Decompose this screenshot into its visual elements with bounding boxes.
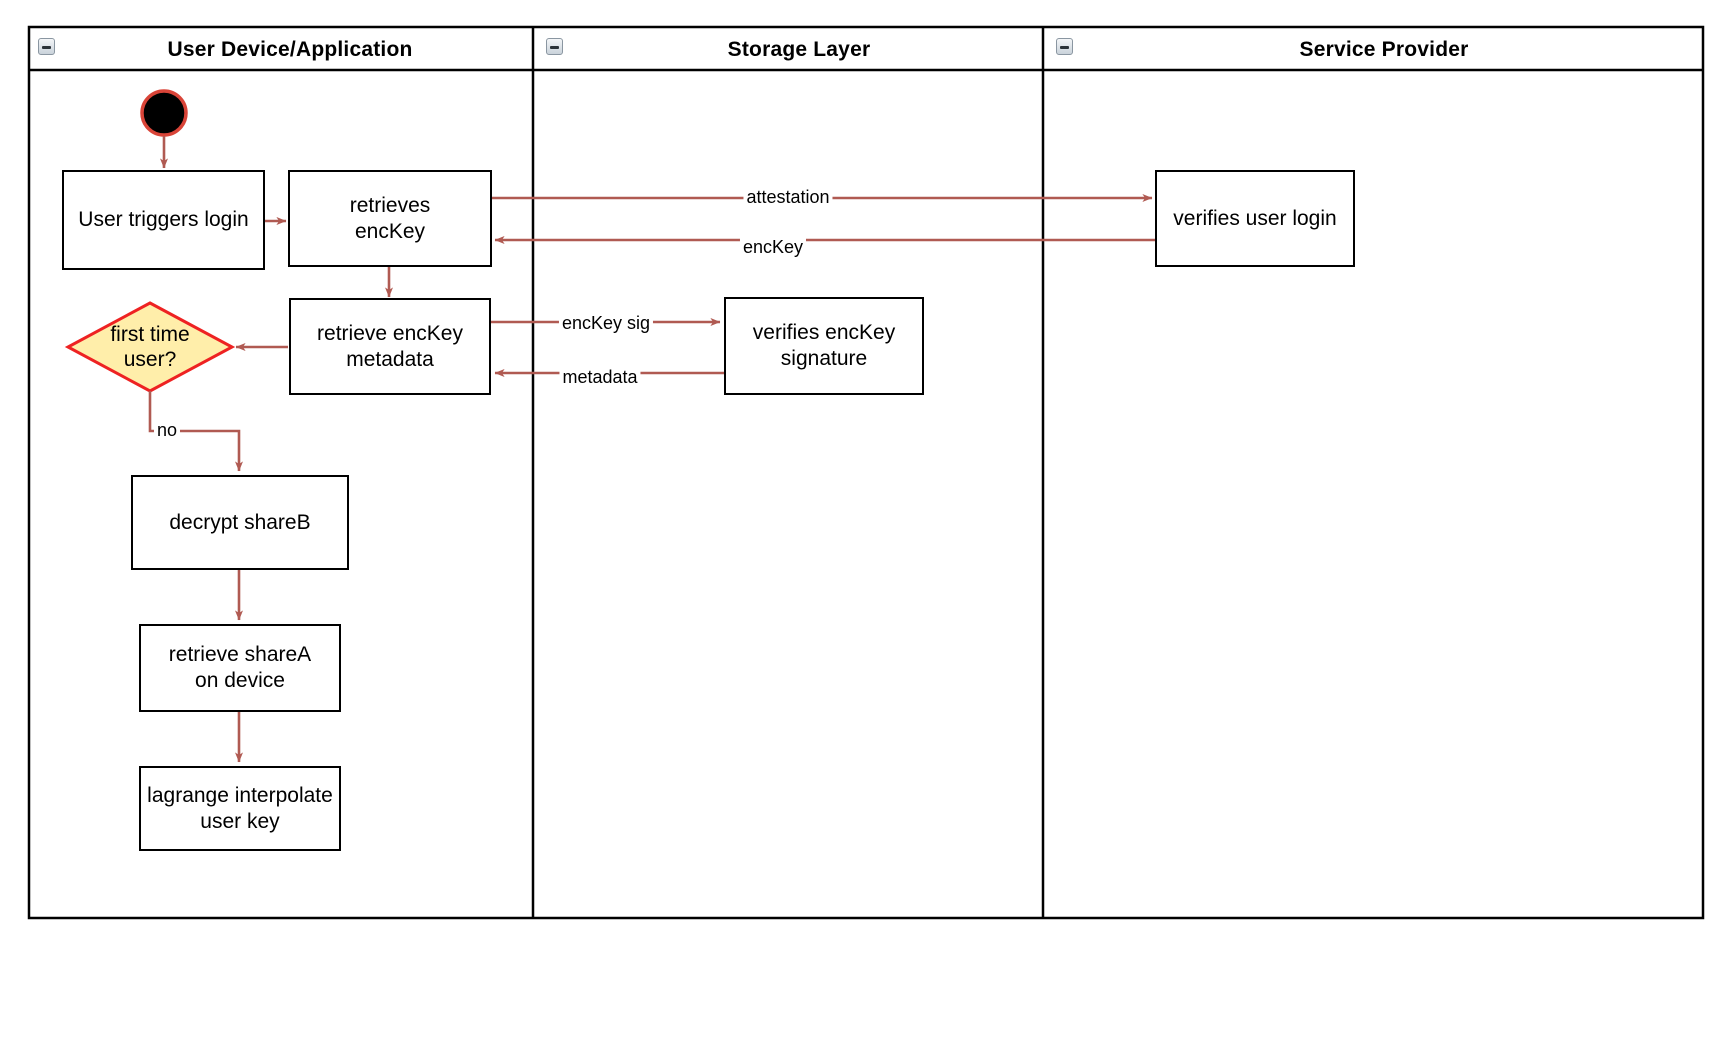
node-verifies-enckey-signature[interactable]: verifies encKey signature	[724, 297, 924, 395]
collapse-minus-icon-lane-service-provider[interactable]	[1056, 38, 1073, 55]
node-label-user-triggers-login: User triggers login	[78, 208, 249, 232]
node-label-lagrange-interpolate-user-key: lagrange interpolate user key	[147, 783, 333, 833]
edge-label-attestation: attestation	[743, 187, 833, 208]
node-retrieve-sharea-on-device[interactable]: retrieve shareA on device	[139, 624, 341, 712]
node-verifies-user-login[interactable]: verifies user login	[1155, 170, 1355, 267]
node-user-triggers-login[interactable]: User triggers login	[62, 170, 265, 270]
node-label-decrypt-shareb: decrypt shareB	[169, 510, 311, 534]
node-lagrange-interpolate-user-key[interactable]: lagrange interpolate user key	[139, 766, 341, 851]
node-label-retrieve-sharea-on-device: retrieve shareA on device	[168, 643, 312, 692]
node-retrieves-enckey[interactable]: retrieves encKey	[288, 170, 492, 267]
edge-label-no: no	[153, 420, 181, 441]
node-decrypt-shareb[interactable]: decrypt shareB	[131, 475, 349, 570]
node-label-verifies-enckey-signature: verifies encKey signature	[752, 321, 896, 370]
start-node[interactable]	[140, 89, 188, 137]
edge-label-metadata: metadata	[559, 367, 641, 388]
node-label-verifies-user-login: verifies user login	[1173, 206, 1337, 230]
node-label-retrieves-enckey: retrieves encKey	[349, 193, 431, 243]
collapse-minus-icon-lane-user-device[interactable]	[38, 38, 55, 55]
node-label-retrieve-enckey-metadata: retrieve encKey metadata	[317, 321, 463, 371]
edge-decision-no	[148, 391, 243, 472]
collapse-minus-icon-lane-storage[interactable]	[546, 38, 563, 55]
edge-label-enckey-sig: encKey sig	[558, 313, 654, 334]
node-retrieve-enckey-metadata[interactable]: retrieve encKey metadata	[289, 298, 491, 395]
edge-label-enckey: encKey	[739, 237, 807, 258]
